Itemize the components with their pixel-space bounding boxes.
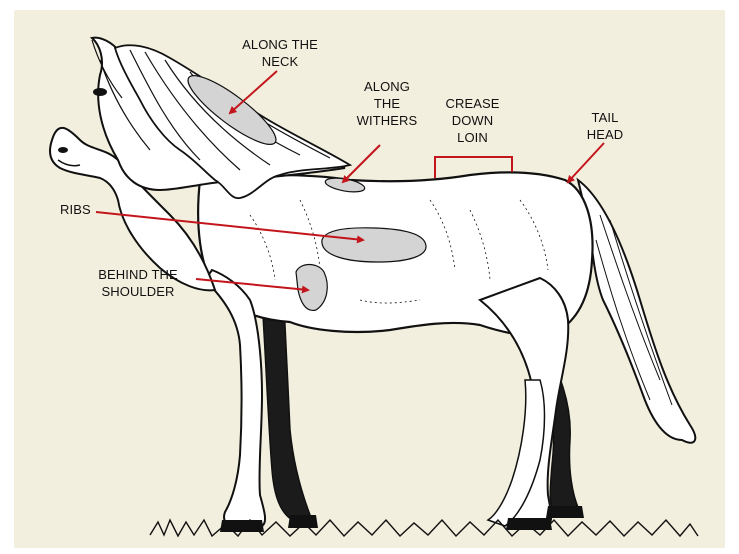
arrow-neck bbox=[230, 71, 277, 113]
label-ribs: RIBS bbox=[60, 201, 100, 218]
label-crease-down-loin: CREASE DOWN LOIN bbox=[440, 95, 505, 146]
label-behind-the-shoulder: BEHIND THE SHOULDER bbox=[78, 266, 198, 300]
label-along-the-withers: ALONG THE WITHERS bbox=[352, 78, 422, 129]
horse-tail bbox=[578, 180, 695, 443]
label-along-the-neck: ALONG THE NECK bbox=[230, 36, 330, 70]
arrow-tailhead bbox=[568, 143, 604, 182]
horse-eye bbox=[93, 88, 107, 96]
horse-far-front-leg bbox=[262, 300, 312, 522]
horse-nostril bbox=[58, 147, 68, 153]
label-tail-head: TAIL HEAD bbox=[580, 109, 630, 143]
region-ribs bbox=[322, 228, 426, 262]
